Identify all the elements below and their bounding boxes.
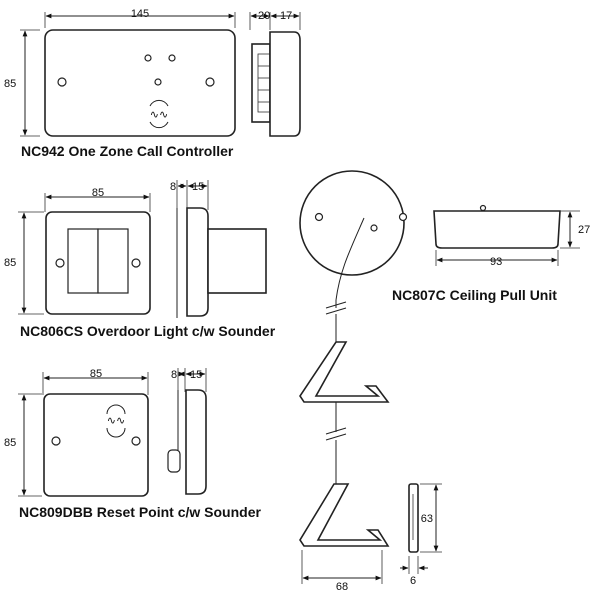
nc942-side-view: 20 17: [249, 10, 301, 137]
nc806cs-caption: NC806CS Overdoor Light c/w Sounder: [20, 323, 276, 339]
nc942-height-label: 85: [4, 78, 16, 90]
nc806cs-side-a-label: 8: [170, 181, 176, 193]
nc942-reset-symbol: ∿∿: [149, 99, 169, 129]
nc806cs-plate-profile: [186, 207, 209, 317]
nc807c-cord-break: [325, 301, 347, 309]
nc806cs-side-view: 8 15: [170, 180, 267, 318]
nc809dbb-screw-hole: [131, 436, 141, 446]
nc806cs-lens-profile: [207, 228, 267, 294]
nc809dbb-front-view: 85 85 ∿∿: [4, 368, 149, 497]
nc809dbb-caption: NC809DBB Reset Point c/w Sounder: [19, 504, 261, 520]
nc806cs-lens-left: [67, 228, 99, 294]
nc942-side-b-label: 17: [280, 10, 292, 22]
nc942-back-box: [251, 43, 271, 123]
nc807c-cord-break: [325, 433, 347, 441]
nc807c-screw-hole: [314, 212, 324, 222]
nc807c-handle-depth-label: 6: [410, 575, 416, 587]
nc809dbb-back-box: [167, 449, 181, 473]
nc807c-handle-profile: [408, 483, 419, 553]
nc807c-pull-handle: [299, 341, 390, 403]
nc806cs-screw-hole: [55, 258, 65, 268]
nc807c-caption: NC807C Ceiling Pull Unit: [392, 287, 557, 303]
nc942-screw-hole: [57, 77, 67, 87]
nc809dbb-side-a-label: 8: [171, 369, 177, 381]
nc942-indicator-led: [154, 78, 162, 86]
nc807c-cord-break: [325, 427, 347, 435]
nc807c-ceiling-unit-front: [299, 170, 408, 276]
nc809dbb-screw-hole: [51, 436, 61, 446]
nc807c-rose-profile: [433, 210, 561, 249]
nc807c-handle-side-view: 63 6: [400, 483, 442, 587]
nc807c-handle-height-label: 63: [421, 513, 433, 525]
nc809dbb-faceplate: [43, 393, 149, 497]
nc942-caption: NC942 One Zone Call Controller: [21, 143, 234, 159]
nc809dbb-reset-symbol: ∿∿: [106, 404, 126, 438]
nc807c-ceiling-rose: [299, 170, 405, 276]
nc809dbb-width-label: 85: [90, 368, 102, 380]
nc807c-height-label: 27: [578, 224, 590, 236]
nc942-indicator-led: [144, 54, 152, 62]
nc809dbb-plate-profile: [185, 389, 207, 495]
nc809dbb-side-b-label: 15: [190, 369, 202, 381]
nc806cs-lens-right: [97, 228, 129, 294]
nc806cs-front-view: 85 85: [4, 187, 151, 315]
nc809dbb-height-label: 85: [4, 437, 16, 449]
nc942-front-view: 145 85 ∿∿: [4, 8, 236, 137]
nc942-width-label: 145: [131, 8, 149, 20]
nc807c-ceiling-unit-side: 27 93: [433, 204, 590, 268]
nc806cs-height-label: 85: [4, 257, 16, 269]
nc806cs-screw-hole: [131, 258, 141, 268]
nc807c-cord-outlet: [370, 224, 378, 232]
nc807c-cord: [335, 217, 365, 301]
nc806cs-side-b-label: 15: [192, 181, 204, 193]
nc807c-pull-handle-detail: [299, 483, 390, 547]
nc942-plate-profile: [269, 31, 301, 137]
svg-text:∿∿: ∿∿: [150, 109, 168, 121]
nc942-side-a-label: 20: [258, 10, 270, 22]
nc942-screw-hole: [205, 77, 215, 87]
nc807c-handle-width-label: 68: [336, 581, 348, 593]
nc806cs-width-label: 85: [92, 187, 104, 199]
nc807c-cord-break: [325, 307, 347, 315]
nc807c-screw-hole: [398, 212, 408, 222]
nc809dbb-side-view: 8 15: [167, 368, 207, 495]
nc942-indicator-led: [168, 54, 176, 62]
svg-text:∿∿: ∿∿: [107, 415, 125, 427]
nc942-faceplate: [44, 29, 236, 137]
nc807c-pull-cord: 68: [299, 217, 390, 593]
nc807c-width-label: 93: [490, 256, 502, 268]
